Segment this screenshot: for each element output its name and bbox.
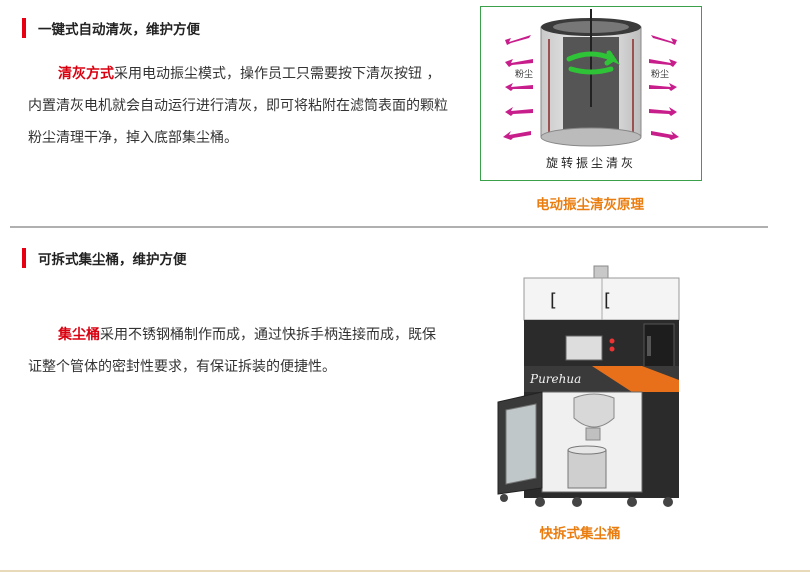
dust-label-right: 粉尘	[651, 68, 669, 80]
section2-heading: 可拆式集尘桶，维护方便	[22, 247, 187, 269]
brand-stripe	[592, 366, 679, 392]
caster-wheel	[627, 497, 637, 507]
section2-highlight: 集尘桶	[58, 327, 100, 343]
dust-cleaning-diagram-svg: 粉尘 粉尘 旋转振尘清灰	[503, 9, 679, 170]
section1-body: 采用电动振尘模式，操作员工只需要按下清灰按钮 ，内置清灰电机就会自动运行进行清灰…	[28, 66, 448, 146]
control-screen	[565, 335, 603, 361]
caster-wheel	[663, 497, 673, 507]
dust-collector-machine: [ [ Purehua	[482, 262, 692, 512]
diagram-bottom-text: 旋转振尘清灰	[546, 155, 636, 170]
caster-wheel	[572, 497, 582, 507]
dust-label-left: 粉尘	[515, 68, 533, 80]
section2-title: 可拆式集尘桶，维护方便	[38, 252, 187, 268]
handle-icon: [	[550, 290, 557, 311]
indicator-light	[609, 346, 615, 352]
section1-highlight: 清灰方式	[58, 66, 114, 82]
section2-paragraph: 集尘桶采用不锈钢桶制作而成，通过快拆手柄连接而成，既保证整个管体的密封性要求，有…	[28, 319, 448, 383]
figure2-caption: 快拆式集尘桶	[539, 526, 621, 542]
figure1-caption: 电动振尘清灰原理	[536, 197, 644, 213]
section2-body: 采用不锈钢桶制作而成，通过快拆手柄连接而成，既保证整个管体的密封性要求，有保证拆…	[28, 327, 436, 375]
dust-bin	[567, 449, 607, 489]
section1-heading: 一键式自动清灰，维护方便	[22, 17, 200, 39]
dust-collector-svg: [ [ Purehua	[497, 265, 680, 507]
dust-cleaning-diagram: 粉尘 粉尘 旋转振尘清灰	[480, 6, 702, 181]
caster-wheel	[535, 497, 545, 507]
right-dust-arrows	[649, 35, 679, 140]
caster-wheel	[500, 494, 508, 502]
section1-paragraph: 清灰方式采用电动振尘模式，操作员工只需要按下清灰按钮 ，内置清灰电机就会自动运行…	[28, 58, 448, 154]
left-dust-arrows	[503, 35, 533, 140]
indicator-light	[609, 338, 615, 344]
brand-logo: Purehua	[529, 372, 581, 386]
section-divider	[10, 226, 768, 228]
rotation-arrow-icon	[566, 50, 620, 66]
heading-accent-bar	[22, 248, 26, 268]
heading-accent-bar	[22, 18, 26, 38]
handle-icon: [	[604, 290, 611, 311]
bottom-divider	[0, 570, 810, 572]
section1-title: 一键式自动清灰，维护方便	[38, 22, 200, 38]
